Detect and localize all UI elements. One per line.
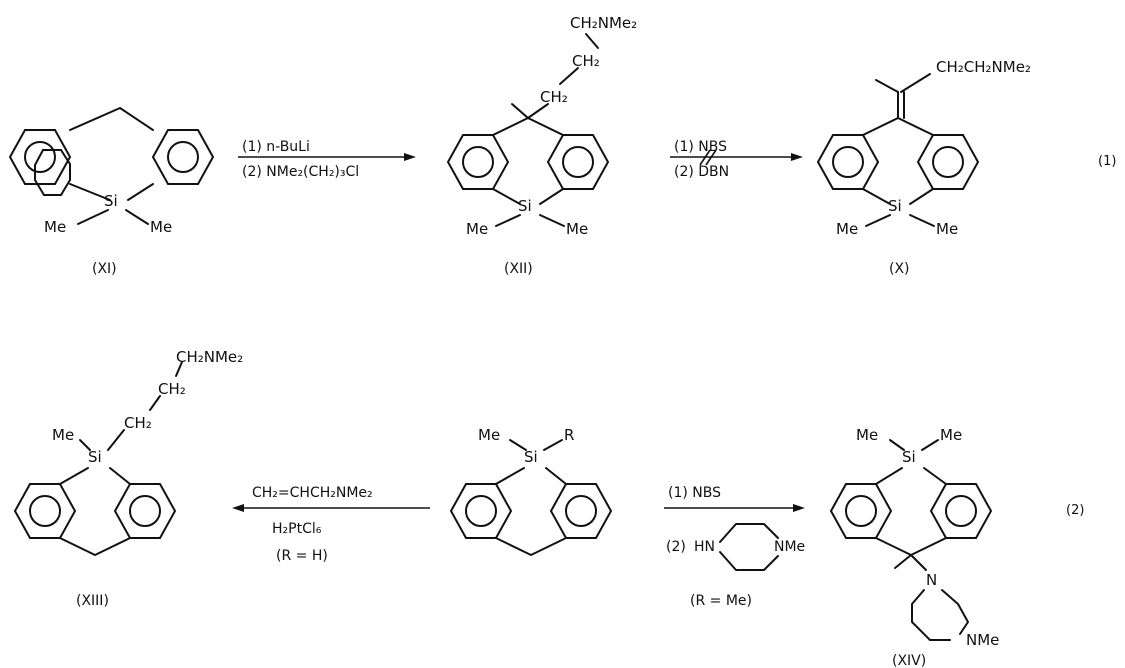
methyl-group: Me xyxy=(836,220,858,238)
methylene-group: CH₂ xyxy=(158,380,186,398)
compound-label: (XIV) xyxy=(892,653,926,668)
blocked-mark xyxy=(705,149,717,166)
benzene-ring xyxy=(113,483,177,539)
dimethylaminomethyl-group: CH₂NMe₂ xyxy=(176,348,243,366)
benzene-ring xyxy=(546,134,610,190)
benzene-ring xyxy=(829,483,893,539)
silicon-atom: Si xyxy=(518,197,532,215)
benzene-ring xyxy=(151,129,215,185)
reaction-condition: (R = H) xyxy=(276,548,328,564)
silicon-atom: Si xyxy=(888,197,902,215)
methylene-group: CH₂ xyxy=(540,88,568,106)
reaction-condition: (2) NMe₂(CH₂)₃Cl xyxy=(242,164,359,180)
piperazine-ring xyxy=(719,523,779,571)
silicon-atom: Si xyxy=(104,192,118,210)
reaction-condition: (2) xyxy=(666,539,686,555)
compound-label: (XI) xyxy=(92,261,117,277)
benzene-ring xyxy=(929,483,993,539)
reaction-condition: (1) n-BuLi xyxy=(242,139,310,155)
benzene-ring xyxy=(916,134,980,190)
side-chain: CH₂CH₂NMe₂ xyxy=(936,58,1031,76)
benzene-ring xyxy=(8,129,72,185)
equation-number: (1) xyxy=(1098,154,1116,169)
reaction-condition: H₂PtCl₆ xyxy=(272,521,322,537)
methyl-group: Me xyxy=(936,220,958,238)
starting-material: Si Me R xyxy=(449,426,613,556)
reaction-condition: (2) DBN xyxy=(674,164,729,180)
equation-number: (2) xyxy=(1066,503,1084,518)
piperazine-ring xyxy=(911,589,969,641)
methyl-group: Me xyxy=(566,220,588,238)
piperazine-nme: NMe xyxy=(774,539,805,555)
compound-label: (XII) xyxy=(504,261,533,277)
piperazine-nh: HN xyxy=(694,539,715,555)
reaction-arrow-1: (1) n-BuLi (2) NMe₂(CH₂)₃Cl xyxy=(238,139,416,180)
benzene-ring xyxy=(13,483,77,539)
blocked-mark xyxy=(699,149,711,166)
benzene-ring xyxy=(549,483,613,539)
compound-xiv: Si Me Me N NMe xyxy=(829,426,999,649)
benzene-ring xyxy=(816,134,880,190)
methyl-group: Me xyxy=(150,218,172,236)
reaction-arrow-3: CH₂=CHCH₂NMe₂ H₂PtCl₆ (R = H) xyxy=(232,485,430,564)
compound-label: (X) xyxy=(889,261,910,277)
dimethylaminomethyl-group: CH₂NMe₂ xyxy=(570,14,637,32)
reaction-condition: (1) NBS xyxy=(674,139,727,155)
compound-xi: Si Me Me xyxy=(8,107,215,236)
methyl-group: Me xyxy=(466,220,488,238)
compound-label: (XIII) xyxy=(76,593,109,609)
reaction-condition: CH₂=CHCH₂NMe₂ xyxy=(252,485,373,501)
silicon-atom: Si xyxy=(902,448,916,466)
reaction-condition: (R = Me) xyxy=(690,593,752,609)
benzene-ring xyxy=(449,483,513,539)
silicon-atom: Si xyxy=(88,448,102,466)
piperazine-nitrogen: N xyxy=(926,571,937,589)
reaction-condition: (1) NBS xyxy=(668,485,721,501)
methyl-group: Me xyxy=(52,426,74,444)
methylene-group: CH₂ xyxy=(572,52,600,70)
compound-xii: CH₂ CH₂ CH₂NMe₂ Si Me Me xyxy=(446,14,637,238)
r-group: R xyxy=(564,426,574,444)
methyl-group: Me xyxy=(478,426,500,444)
compound-x: CH₂CH₂NMe₂ Si Me Me xyxy=(816,58,1031,238)
n-methyl-group: NMe xyxy=(966,631,999,649)
benzene-ring xyxy=(446,134,510,190)
reaction-arrow-4: (1) NBS (2) HN NMe (R = Me) xyxy=(664,485,805,609)
methyl-group: Me xyxy=(44,218,66,236)
compound-xiii: Si Me CH₂ CH₂ CH₂NMe₂ xyxy=(13,348,243,556)
silicon-atom: Si xyxy=(524,448,538,466)
reaction-arrow-2: (1) NBS (2) DBN xyxy=(670,139,803,180)
methyl-group: Me xyxy=(940,426,962,444)
methylene-group: CH₂ xyxy=(124,414,152,432)
methyl-group: Me xyxy=(856,426,878,444)
